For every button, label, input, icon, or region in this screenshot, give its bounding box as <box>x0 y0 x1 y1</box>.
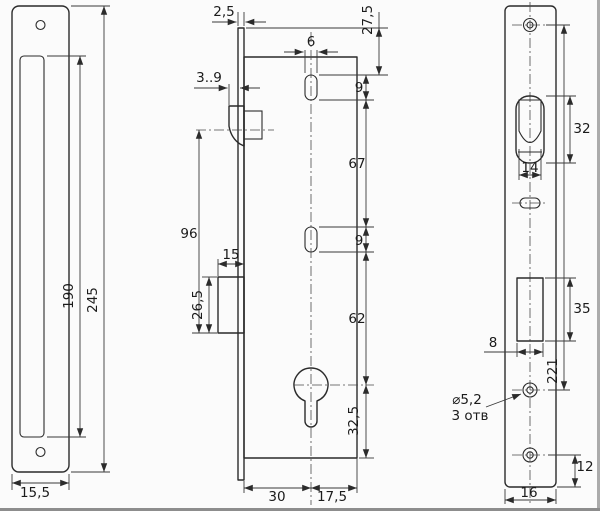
dim-label-14: 14 <box>521 160 538 176</box>
lock-body-view: 2,5 6 27,5 9 67 9 <box>180 4 388 505</box>
bolt-opening <box>516 277 544 342</box>
dim-label-26-5: 26,5 <box>190 290 206 320</box>
dim-hole-spacing-221: 221 <box>545 24 570 391</box>
dim-label-245: 245 <box>85 287 101 313</box>
dim-opening-width-8: 8 <box>484 335 544 357</box>
leader-line <box>485 393 522 408</box>
dim-axis-spacing-96: 96 <box>180 130 217 334</box>
dim-label-16: 16 <box>520 485 537 501</box>
dim-label-15-5: 15,5 <box>20 485 50 501</box>
faceplate-front-view: 32 14 35 8 221 <box>452 2 594 504</box>
dim-plate-width-16: 16 <box>504 485 557 504</box>
dim-latch-width-14: 14 <box>518 149 542 180</box>
dim-cover-width-15-5: 15,5 <box>11 474 70 501</box>
dim-label-8: 8 <box>489 335 498 351</box>
scan-edge-bottom <box>0 508 600 511</box>
dim-bottom-widths: 30 17,5 <box>243 458 358 505</box>
latch-tail <box>243 110 263 140</box>
cover-screw-hole-bottom <box>35 446 46 458</box>
dim-end-offset-12: 12 <box>548 454 594 488</box>
dim-slot-height-190: 190 <box>47 55 86 438</box>
dim-label-3-9: 3..9 <box>196 70 222 86</box>
lock-body-outline <box>243 56 358 459</box>
dim-label-30: 30 <box>268 489 285 505</box>
dim-bolt-opening-35: 35 <box>545 277 591 342</box>
hole-callout: ⌀5,2 3 отв <box>452 392 522 424</box>
cover-slot <box>19 55 45 438</box>
dim-label-32: 32 <box>573 121 590 137</box>
dim-label-62: 62 <box>348 311 365 327</box>
dim-label-67: 67 <box>348 156 365 172</box>
dim-label-27-5: 27,5 <box>360 5 376 35</box>
cover-screw-hole-top <box>35 19 46 31</box>
hole-diameter-label: ⌀5,2 <box>452 392 482 408</box>
dim-slot-width-6: 6 <box>284 34 338 73</box>
dim-label-15: 15 <box>222 247 239 263</box>
dim-faceplate-thickness-2-5: 2,5 <box>212 4 266 26</box>
dim-total-height-245: 245 <box>71 5 110 473</box>
dim-label-6: 6 <box>307 34 316 50</box>
scan-edge-right <box>597 0 600 511</box>
hole-count-label: 3 отв <box>452 408 489 424</box>
dim-label-96: 96 <box>180 226 197 242</box>
latch-front <box>518 99 542 144</box>
latch-bolt <box>228 105 245 147</box>
dim-chain-right: 9 67 9 62 32,5 <box>319 75 374 459</box>
dim-label-9-mid: 9 <box>355 233 364 249</box>
dim-label-221: 221 <box>545 358 561 384</box>
latch-opening <box>515 95 545 164</box>
dim-label-35: 35 <box>573 301 590 317</box>
dim-label-2-5: 2,5 <box>213 4 234 20</box>
dim-top-offset-27-5: 27,5 <box>246 5 388 76</box>
faceplate-outline <box>504 5 557 488</box>
screw-slot-middle <box>304 226 318 253</box>
deadbolt-follower <box>217 276 245 334</box>
dim-label-17-5: 17,5 <box>317 489 347 505</box>
dim-follower-width-15: 15 <box>217 247 244 276</box>
dim-label-190: 190 <box>61 283 77 309</box>
cover-plate-outline <box>11 5 70 473</box>
dim-label-32-5: 32,5 <box>346 406 362 436</box>
dim-follower-height-26-5: 26,5 <box>190 276 217 333</box>
dim-label-12: 12 <box>576 459 593 475</box>
dim-label-9-top: 9 <box>355 80 364 96</box>
euro-cylinder-cutout <box>293 367 329 428</box>
dim-latch-throw-3-9: 3..9 <box>194 70 260 105</box>
screw-slot-top <box>304 74 318 101</box>
cover-plate-view: 190 245 15,5 <box>11 5 110 501</box>
